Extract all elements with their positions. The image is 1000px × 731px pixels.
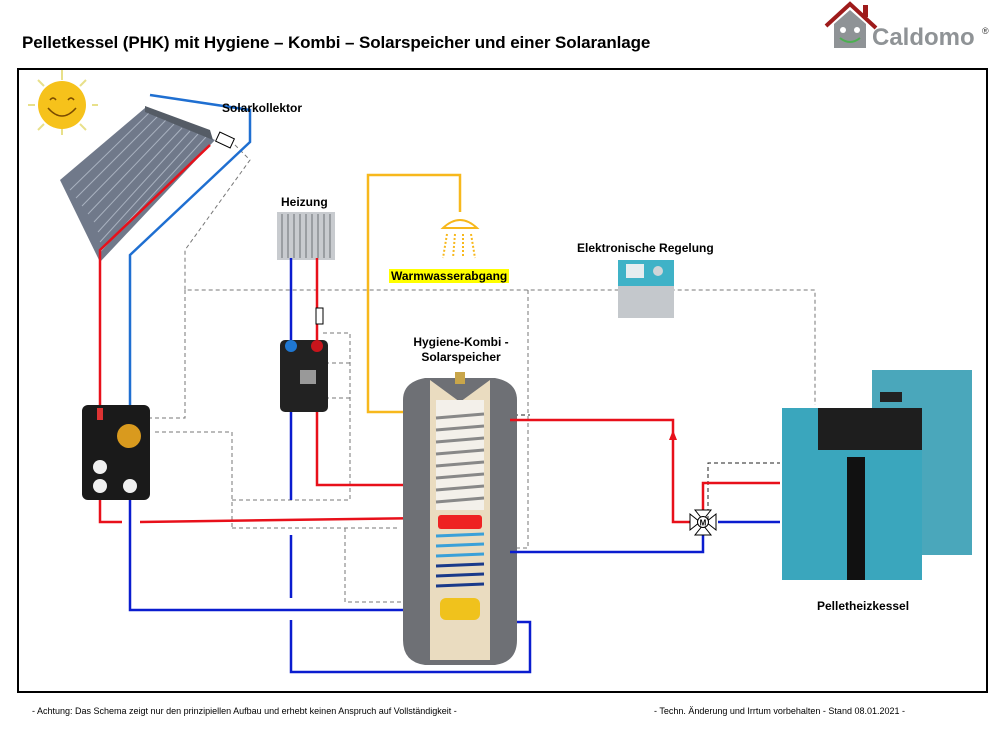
storage-label-line2: Solarspeicher bbox=[421, 350, 501, 364]
heating-label: Heizung bbox=[281, 195, 328, 209]
temperature-sensor bbox=[315, 307, 324, 325]
radiator-icon bbox=[277, 212, 335, 260]
mixer-valve-label: M bbox=[700, 519, 707, 528]
caldomo-logo: Caldomo ® bbox=[822, 0, 997, 55]
storage-label-line1: Hygiene-Kombi - bbox=[413, 335, 509, 349]
solar-pump-station bbox=[82, 405, 150, 500]
logo-text: Caldomo bbox=[872, 24, 975, 51]
solar-to-storage-pipe bbox=[139, 516, 431, 524]
control-unit-icon bbox=[618, 260, 674, 318]
solar-collector-label: Solarkollektor bbox=[222, 101, 303, 115]
storage-to-solar-pipe bbox=[128, 500, 460, 612]
control-label: Elektronische Regelung bbox=[577, 241, 714, 255]
hot-water-outlet-label: Warmwasserabgang bbox=[389, 269, 510, 283]
storage-tank bbox=[403, 372, 517, 665]
storage-label: Hygiene-Kombi - Solarspeicher bbox=[398, 335, 524, 365]
boiler-return-pipe bbox=[510, 535, 705, 554]
heating-supply-pipe bbox=[315, 412, 420, 487]
heating-pump-station bbox=[280, 340, 328, 412]
registered-mark: ® bbox=[982, 26, 989, 36]
collector-return-pipe bbox=[128, 93, 252, 405]
page-title: Pelletkessel (PHK) mit Hygiene – Kombi –… bbox=[22, 33, 651, 52]
boiler-label: Pelletheizkessel bbox=[817, 599, 910, 613]
collector-supply-pipe bbox=[98, 144, 211, 405]
house-icon bbox=[824, 1, 878, 48]
diagram-frame bbox=[17, 68, 988, 693]
footer-disclaimer: - Achtung: Das Schema zeigt nur den prin… bbox=[32, 706, 457, 716]
storage-to-boiler-supply-pipe bbox=[510, 418, 690, 524]
solar-collector bbox=[60, 106, 236, 262]
mixing-valve-icon: M bbox=[689, 509, 717, 536]
hot-water-pipe bbox=[366, 173, 462, 414]
footer-revision: - Techn. Änderung und Irrtum vorbehalten… bbox=[654, 706, 905, 716]
shower-head-icon bbox=[440, 219, 480, 259]
sun-icon bbox=[28, 70, 98, 135]
flow-arrow-icon bbox=[669, 430, 677, 440]
pellet-boiler bbox=[782, 370, 972, 580]
